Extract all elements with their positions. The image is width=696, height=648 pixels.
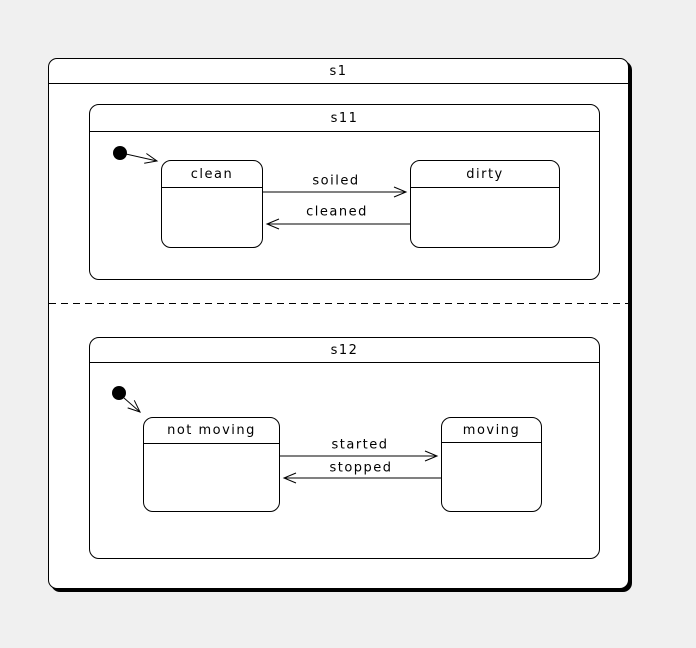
state-not-moving-name: not moving xyxy=(144,418,279,444)
region-s11-title: s11 xyxy=(90,105,599,132)
transition-label-started: started xyxy=(331,437,389,453)
state-not-moving: not moving xyxy=(143,417,280,512)
transition-label-soiled: soiled xyxy=(312,173,360,189)
state-dirty-name: dirty xyxy=(411,161,559,188)
state-moving: moving xyxy=(441,417,542,512)
region-separator-dashed-line xyxy=(49,303,629,304)
initial-state-icon xyxy=(113,146,127,160)
state-clean: clean xyxy=(161,160,263,248)
initial-state-icon xyxy=(112,386,126,400)
state-clean-name: clean xyxy=(162,161,262,188)
state-moving-name: moving xyxy=(442,418,541,443)
state-dirty: dirty xyxy=(410,160,560,248)
transition-label-stopped: stopped xyxy=(329,460,393,476)
state-s1-title: s1 xyxy=(49,59,628,84)
transition-label-cleaned: cleaned xyxy=(306,204,368,220)
region-s12-title: s12 xyxy=(90,338,599,363)
